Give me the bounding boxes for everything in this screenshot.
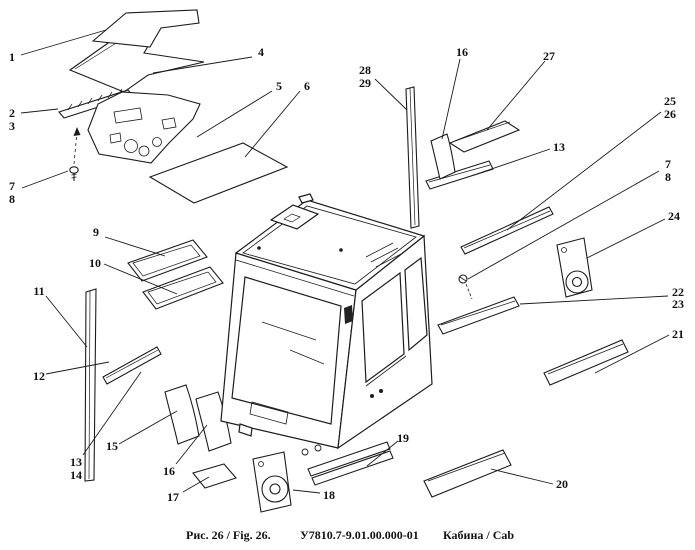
- callout-15: 15: [106, 439, 118, 453]
- part-pillar-strip-28-29: [405, 86, 420, 229]
- leader-9: [104, 236, 166, 257]
- part-panel-9: [127, 239, 208, 282]
- callout-27: 27: [543, 49, 555, 63]
- leader-7-8-right: [467, 170, 660, 280]
- part-lower-panel-20: [423, 449, 512, 498]
- leader-10: [103, 263, 178, 295]
- part-vertical-pillar-strip: [84, 288, 97, 482]
- leader-4: [152, 56, 253, 74]
- leader-22-23: [519, 295, 669, 305]
- part-roof-outer-panel: [91, 9, 200, 48]
- leader-13-top: [470, 148, 551, 177]
- callout-17: 17: [167, 490, 179, 504]
- callout-26: 26: [664, 107, 676, 121]
- figure-caption: Рис. 26 / Fig. 26. У7810.7-9.01.00.000-0…: [0, 528, 695, 546]
- callout-7-right: 7: [665, 157, 671, 171]
- leader-15: [118, 410, 178, 445]
- callout-2: 2: [9, 106, 15, 120]
- figure-title: Кабина / Cab: [443, 528, 515, 542]
- callout-16: 16: [163, 464, 175, 478]
- leader-24: [586, 218, 666, 259]
- exploded-parts: [58, 9, 629, 513]
- leader-lines: [20, 29, 670, 494]
- callout-14: 14: [70, 468, 82, 482]
- leader-28-29: [374, 78, 408, 111]
- part-angled-strip: [102, 346, 162, 385]
- callout-19: 19: [397, 431, 409, 445]
- leader-6: [244, 90, 301, 158]
- part-strip-21: [543, 339, 629, 386]
- part-glass-sheet: [148, 142, 289, 204]
- callout-21: 21: [672, 327, 684, 341]
- leader-19: [366, 440, 399, 467]
- part-bolt-right: [458, 274, 473, 300]
- cab-side-window-rear: [404, 256, 428, 352]
- callout-29: 29: [359, 76, 371, 90]
- part-corner-piece-27: [448, 120, 521, 153]
- callout-23: 23: [672, 297, 684, 311]
- callout-1: 1: [9, 50, 15, 64]
- part-curved-glass-16-top: [430, 133, 456, 180]
- leader-17: [182, 476, 210, 493]
- part-panel-10: [142, 266, 224, 310]
- leader-1: [20, 29, 107, 56]
- callout-4: 4: [258, 45, 264, 59]
- callout-24: 24: [668, 209, 680, 223]
- cab-windshield: [231, 276, 342, 425]
- callout-3: 3: [9, 119, 15, 133]
- callout-7: 7: [9, 179, 15, 193]
- part-pad-17: [192, 463, 237, 489]
- figure-number: Рис. 26 / Fig. 26.: [186, 528, 271, 542]
- roof-hatch: [269, 204, 320, 230]
- callout-6: 6: [304, 79, 310, 93]
- part-strip-13-top: [425, 160, 494, 190]
- figure-code: У7810.7-9.01.00.000-01: [300, 528, 419, 542]
- leader-7-8-left: [21, 170, 69, 189]
- leader-13-14: [82, 371, 142, 456]
- cab-assembly: [220, 193, 433, 456]
- callout-9: 9: [93, 225, 99, 239]
- callout-25: 25: [664, 94, 676, 108]
- callout-28: 28: [359, 63, 371, 77]
- callout-18: 18: [323, 488, 335, 502]
- leader-5: [196, 90, 273, 138]
- pillar-latch-block: [344, 305, 353, 324]
- part-console-panel: [87, 91, 201, 164]
- leader-11: [45, 295, 88, 348]
- part-strip-22-23: [437, 296, 520, 335]
- leader-16-left: [175, 424, 208, 465]
- leader-16-top: [441, 58, 461, 140]
- callout-13-top: 13: [553, 140, 565, 154]
- callout-5: 5: [276, 79, 282, 93]
- callout-12: 12: [33, 369, 45, 383]
- cab-side-window-front: [361, 271, 405, 384]
- part-long-strip-25-26: [460, 206, 554, 255]
- callout-11: 11: [33, 284, 45, 298]
- part-curved-glass-15: [164, 384, 200, 445]
- part-speaker-bracket-18: [252, 451, 292, 513]
- leader-12: [45, 361, 110, 375]
- callout-22: 22: [672, 285, 684, 299]
- callout-20: 20: [556, 477, 568, 491]
- leader-2-3: [20, 108, 59, 114]
- part-screw-left: [69, 127, 81, 181]
- callout-10: 10: [89, 256, 101, 270]
- part-sill-strip-19: [307, 441, 394, 486]
- leader-20: [490, 468, 554, 485]
- callout-16-top: 16: [456, 45, 468, 59]
- leader-27: [486, 60, 546, 131]
- leader-25-26: [506, 111, 662, 231]
- callout-13: 13: [70, 455, 82, 469]
- callout-8-right: 8: [665, 170, 671, 184]
- leader-18: [292, 489, 321, 494]
- part-speaker-bracket-24: [556, 237, 593, 298]
- leader-21: [594, 334, 670, 374]
- callout-8: 8: [9, 192, 15, 206]
